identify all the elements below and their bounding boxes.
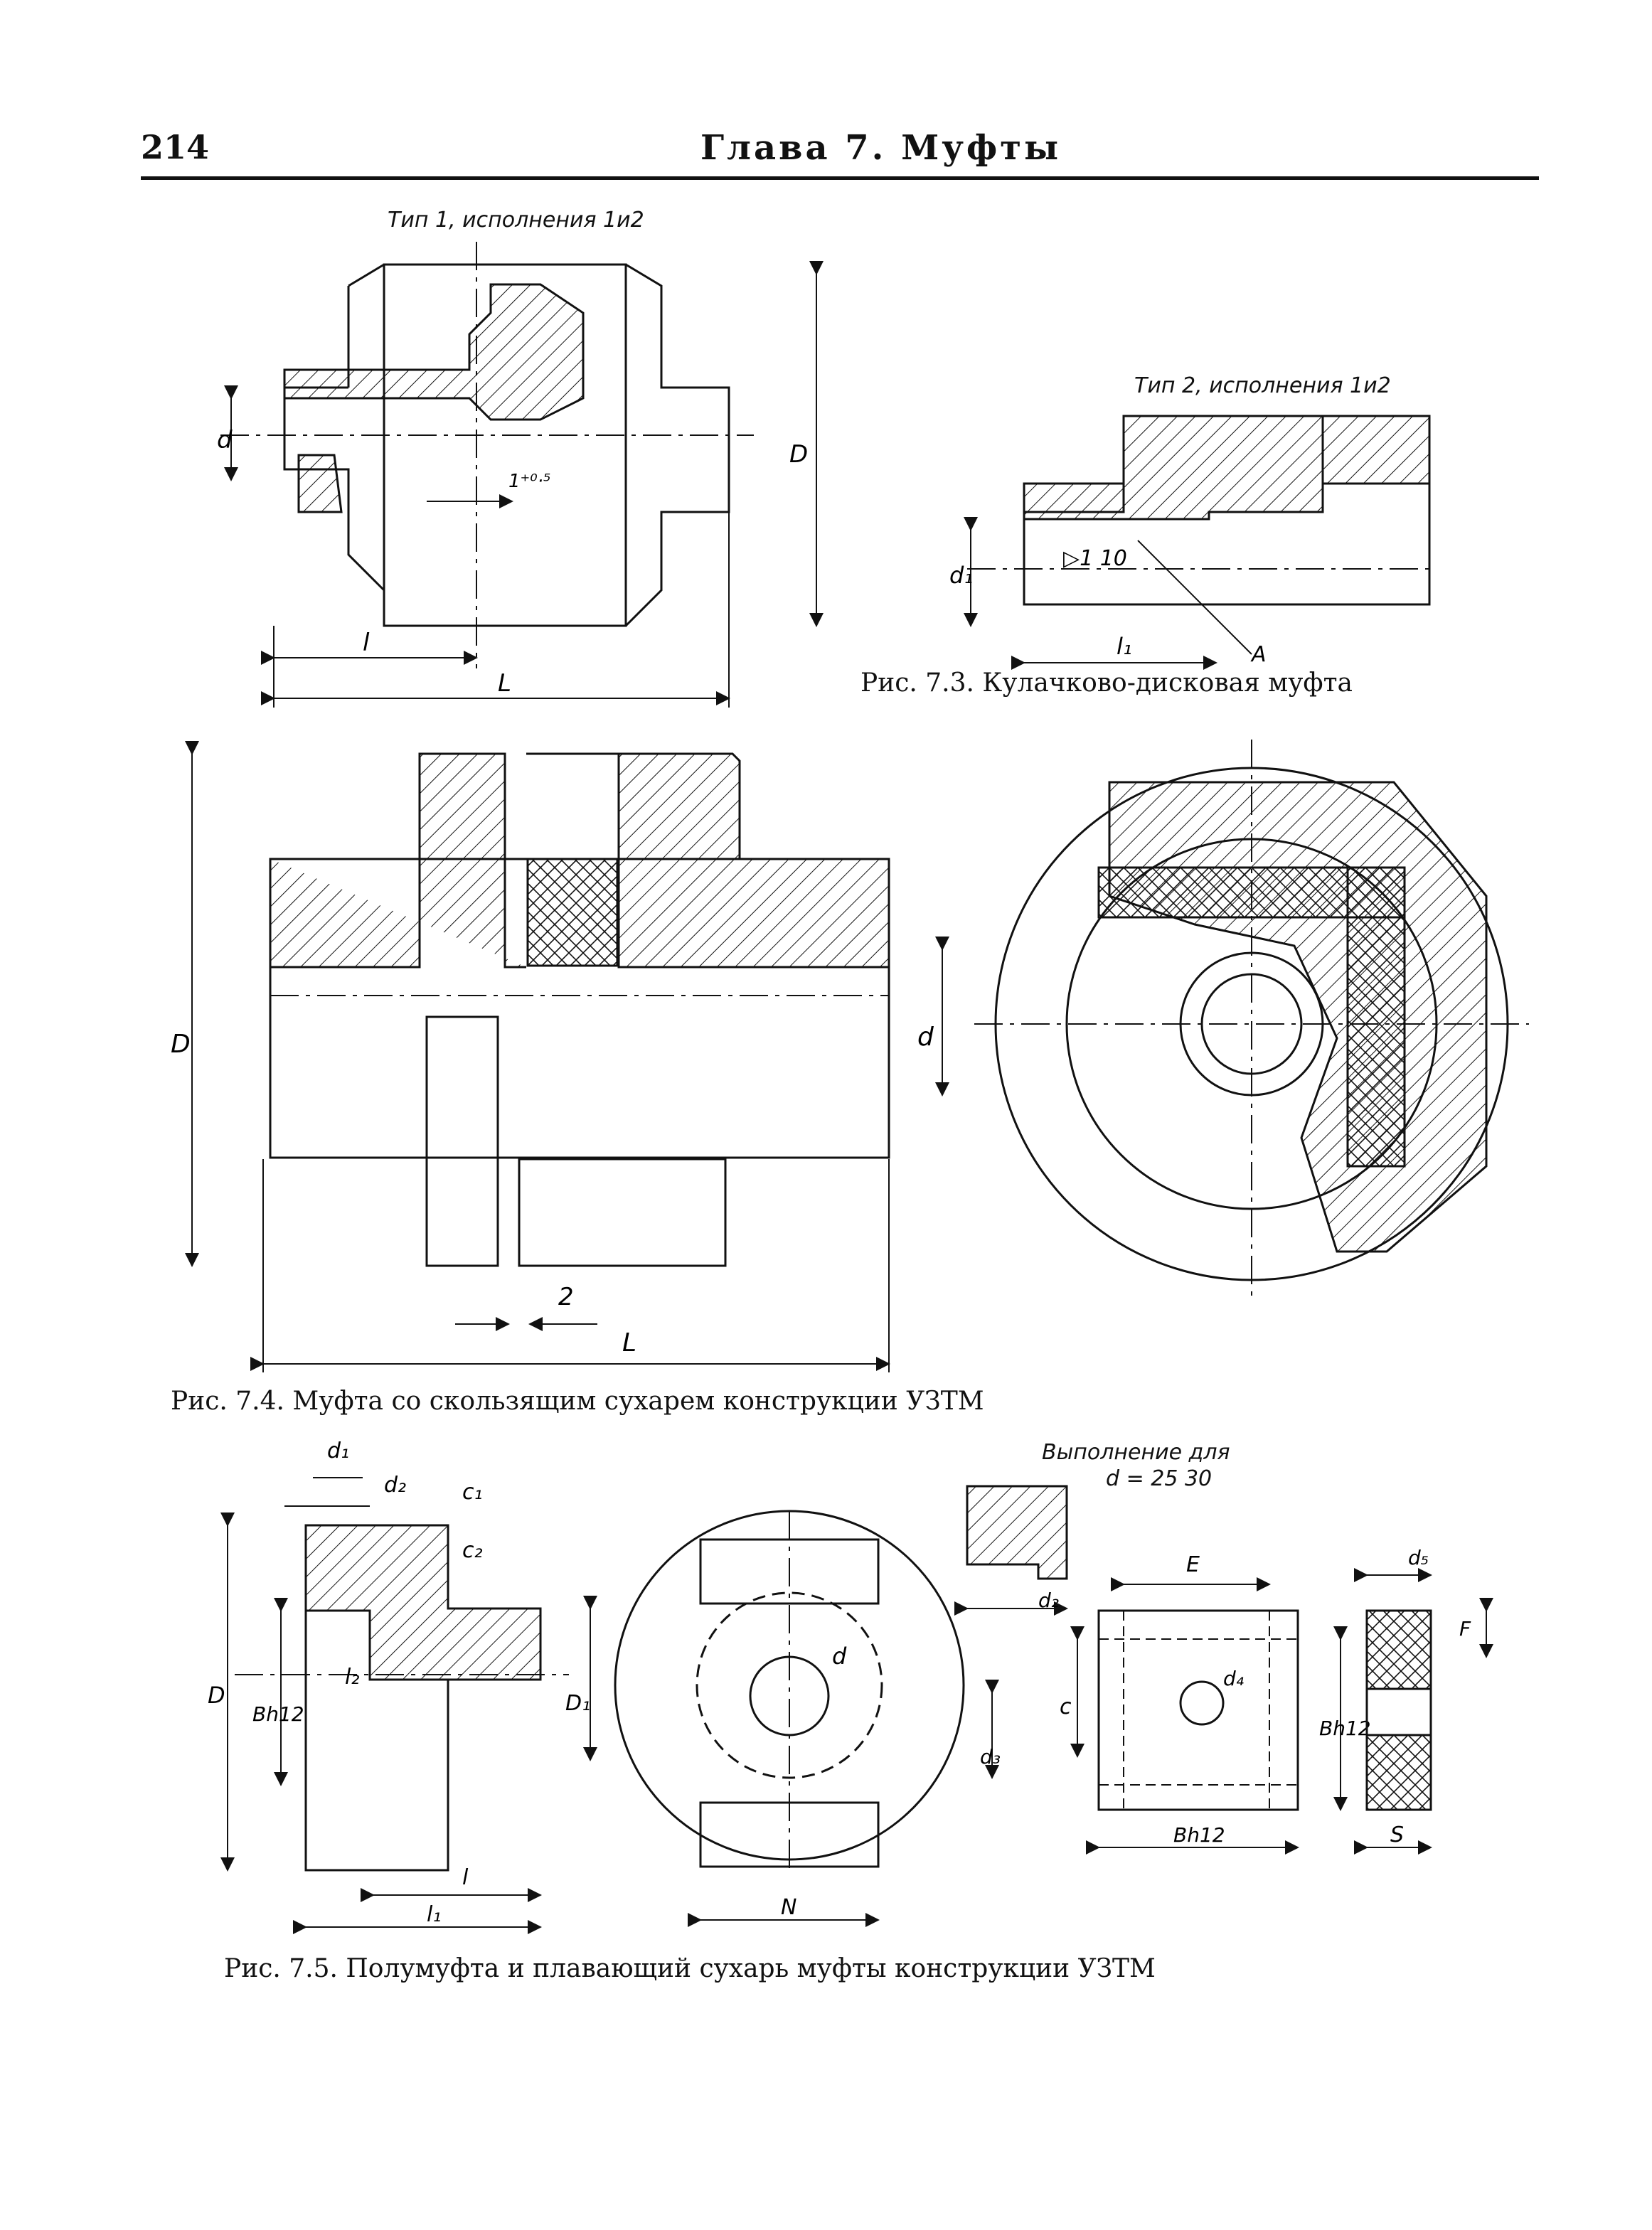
fig-7-3-label-D: D [789,440,808,469]
fig-7-5-label-d1: d₁ [327,1439,349,1463]
fig-7-4-side-view [185,741,949,1372]
fig-7-5-label-F: F [1459,1617,1471,1641]
fig-7-5-note-line2: d = 25 30 [1106,1466,1213,1491]
fig-7-5-half-coupling [220,1477,597,1934]
fig-7-4-label-d: d [917,1023,934,1052]
fig-7-5-label-d: d [832,1643,847,1670]
fig-7-5-label-c2: c₂ [462,1538,483,1563]
fig-7-4-label-D: D [171,1030,191,1059]
fig-7-3-type1-drawing [220,242,824,708]
fig-7-5-caption: Рис. 7.5. Полумуфта и плавающий сухарь м… [224,1954,1156,1983]
fig-7-3-label-d1: d₁ [949,562,973,589]
page-number: 214 [141,128,210,166]
fig-7-3-type1-note: Тип 1, исполнения 1и2 [388,208,644,233]
fig-7-5-label-d2b: d₂ [1038,1589,1059,1612]
fig-7-5-label-E: E [1186,1552,1200,1577]
fig-7-5-label-l: l [462,1865,469,1890]
chapter-title: Глава 7. Муфты [700,128,1062,168]
fig-7-5-label-c: c [1060,1695,1072,1719]
fig-7-5-label-c1: c₁ [462,1480,483,1505]
fig-7-5-label-d4: d₄ [1223,1667,1244,1690]
fig-7-3-type2-drawing [964,415,1437,670]
fig-7-4-end-view [974,740,1529,1301]
fig-7-5-label-d5: d₅ [1408,1546,1429,1569]
fig-7-3-label-l: l [363,629,370,657]
fig-7-5-label-d2: d₂ [384,1473,406,1498]
fig-7-5-note-line1: Выполнение для [1042,1440,1230,1465]
fig-7-5-label-S: S [1390,1823,1404,1847]
fig-7-3-label-A: A [1250,642,1267,667]
fig-7-4-label-gap: 2 [558,1283,574,1311]
fig-7-5-label-Bh12: Bh12 [252,1702,304,1726]
fig-7-5-label-d3: d₃ [980,1745,1001,1768]
fig-7-4-label-L: L [622,1328,636,1357]
fig-7-3-label-L: L [498,669,511,698]
fig-7-3-label-taper: ▷1 10 [1063,546,1127,571]
fig-7-5-label-D: D [208,1682,225,1709]
fig-7-4-caption: Рис. 7.4. Муфта со скользящим сухарем ко… [171,1387,984,1416]
fig-7-5-end-view [614,1510,999,1927]
fig-7-3-label-l1: l₁ [1117,633,1132,660]
fig-7-5-label-l1: l₁ [427,1902,441,1927]
fig-7-5-variant-detail [954,1485,1068,1616]
fig-7-3-type2-note: Тип 2, исполнения 1и2 [1134,373,1391,398]
fig-7-3-label-d: d [217,426,233,454]
fig-7-5-label-N: N [781,1895,796,1920]
fig-7-5-floating-block [1070,1577,1348,1855]
header-rule [141,176,1539,180]
fig-7-5-label-Bh12c: Bh12 [1173,1823,1225,1847]
fig-7-3-label-tol: 1⁺⁰·⁵ [508,471,550,492]
fig-7-5-label-l2: l₂ [345,1665,359,1690]
fig-7-5-label-Bh12b: Bh12 [1319,1717,1371,1740]
fig-7-3-caption: Рис. 7.3. Кулачково-дисковая муфта [860,668,1353,698]
fig-7-5-label-D1: D₁ [565,1691,590,1716]
fig-7-5-block-section [1354,1568,1493,1855]
